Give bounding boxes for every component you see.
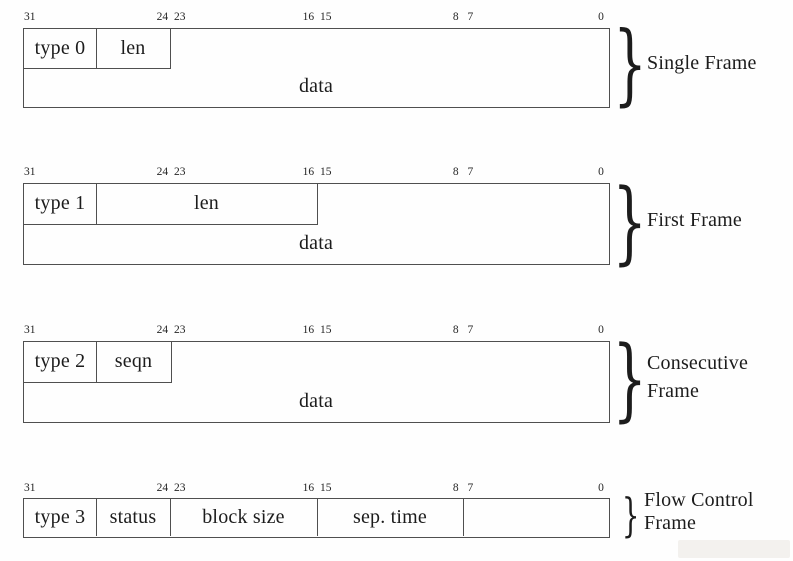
bit-label-16-15: 16 15: [302, 482, 332, 494]
bit-label-31: 31: [24, 482, 36, 494]
bit-label-31: 31: [24, 11, 36, 23]
curly-brace-icon: }: [612, 170, 648, 275]
flow-control-frame-section: 31 24 23 16 15 8 7 0 type 3 status block…: [0, 482, 793, 557]
consecutive-frame-section: 31 24 23 16 15 8 7 0 type 2 seqn data } …: [0, 324, 793, 476]
field-divider: [169, 29, 171, 68]
bit-label-0: 0: [598, 11, 604, 23]
field-reserved-empty: [464, 499, 608, 536]
bit-label-16-15: 16 15: [302, 11, 332, 23]
consecutive-frame-box: type 2 seqn data: [23, 341, 610, 423]
single-frame-section: 31 24 23 16 15 8 7 0 type 0 len data } S…: [0, 11, 793, 161]
frame-name-first: First Frame: [647, 209, 742, 231]
field-data: data: [298, 231, 334, 254]
first-frame-section: 31 24 23 16 15 8 7 0 type 1 len data } F…: [0, 166, 793, 318]
row-divider: [24, 67, 171, 69]
bit-label-16-15: 16 15: [302, 166, 332, 178]
field-type: type 0: [34, 36, 86, 59]
bit-label-8-7: 8 7: [452, 324, 474, 336]
field-seqn: seqn: [114, 350, 153, 373]
curly-brace-icon: }: [613, 12, 647, 115]
field-status: status: [109, 506, 157, 528]
field-divider: [95, 29, 97, 68]
curly-brace-icon: }: [612, 327, 648, 432]
field-type: type 2: [34, 350, 86, 373]
bit-label-0: 0: [598, 166, 604, 178]
field-divider: [95, 342, 97, 382]
curly-brace-icon: }: [622, 488, 640, 542]
bit-label-31: 31: [24, 166, 36, 178]
field-len: len: [193, 192, 220, 215]
first-frame-box: type 1 len data: [23, 183, 610, 265]
frame-name-flow-control: Flow Control Frame: [644, 489, 754, 535]
watermark-remnant: [678, 540, 790, 558]
bit-label-0: 0: [598, 482, 604, 494]
frame-name-consecutive: Consecutive Frame: [647, 349, 748, 405]
frame-name-line2: Frame: [647, 380, 700, 402]
field-divider: [170, 342, 172, 382]
field-type: type 1: [34, 192, 86, 215]
field-data: data: [298, 75, 334, 98]
field-divider: [95, 499, 97, 536]
bit-label-24-23: 24 23: [156, 324, 186, 336]
field-divider: [95, 184, 97, 224]
bit-label-24-23: 24 23: [156, 482, 186, 494]
bit-label-24-23: 24 23: [156, 11, 186, 23]
frame-name-single: Single Frame: [647, 52, 757, 74]
bit-label-16-15: 16 15: [302, 324, 332, 336]
single-frame-box: type 0 len data: [23, 28, 610, 108]
field-sep-time: sep. time: [352, 506, 427, 528]
frame-name-line1: Flow Control: [644, 489, 754, 511]
bit-label-24-23: 24 23: [156, 166, 186, 178]
flow-control-frame-box: type 3 status block size sep. time: [23, 498, 610, 538]
field-type: type 3: [34, 506, 86, 528]
field-len: len: [120, 36, 146, 59]
field-divider: [316, 499, 318, 536]
frame-name-line2: Frame: [644, 512, 697, 534]
frame-name-line1: Consecutive: [647, 352, 749, 374]
bit-label-31: 31: [24, 324, 36, 336]
field-block-size: block size: [202, 506, 285, 528]
bit-label-8-7: 8 7: [452, 482, 474, 494]
row-divider: [24, 381, 172, 383]
field-divider: [169, 499, 171, 536]
row-divider: [24, 223, 318, 225]
field-data: data: [298, 389, 334, 412]
bit-label-0: 0: [598, 324, 604, 336]
field-divider: [462, 499, 464, 536]
bit-label-8-7: 8 7: [452, 11, 474, 23]
bit-label-8-7: 8 7: [452, 166, 474, 178]
field-divider: [316, 184, 318, 224]
